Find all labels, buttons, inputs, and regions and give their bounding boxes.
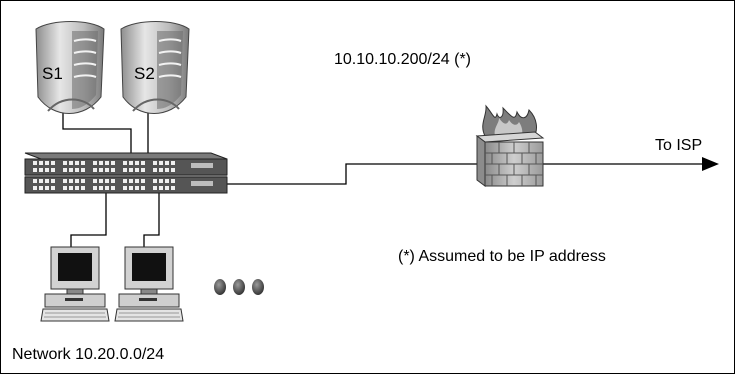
to-isp-label: To ISP: [655, 137, 703, 154]
connection-lines: [62, 113, 706, 249]
network-label: Network 10.20.0.0/24: [12, 346, 165, 363]
link-switch-pc2: [143, 193, 160, 249]
link-s1-switch: [62, 113, 132, 159]
network-switch-icon: [24, 152, 228, 194]
isp-arrow-head: [702, 157, 719, 171]
more-devices-ellipsis-icon: [214, 279, 264, 295]
workstation-2-icon: [114, 246, 184, 322]
firewall-ip-label: 10.10.10.200/24 (*): [334, 51, 471, 68]
server-s1-label: S1: [42, 64, 63, 83]
server-s2-label: S2: [134, 64, 155, 83]
server-s2-icon: [120, 21, 190, 114]
link-switch-pc1: [70, 193, 107, 249]
server-s1-icon: [35, 21, 105, 114]
link-switch-firewall: [227, 163, 479, 185]
workstation-1-icon: [40, 246, 110, 322]
assumption-note: (*) Assumed to be IP address: [398, 248, 606, 265]
firewall-icon: [475, 104, 545, 187]
